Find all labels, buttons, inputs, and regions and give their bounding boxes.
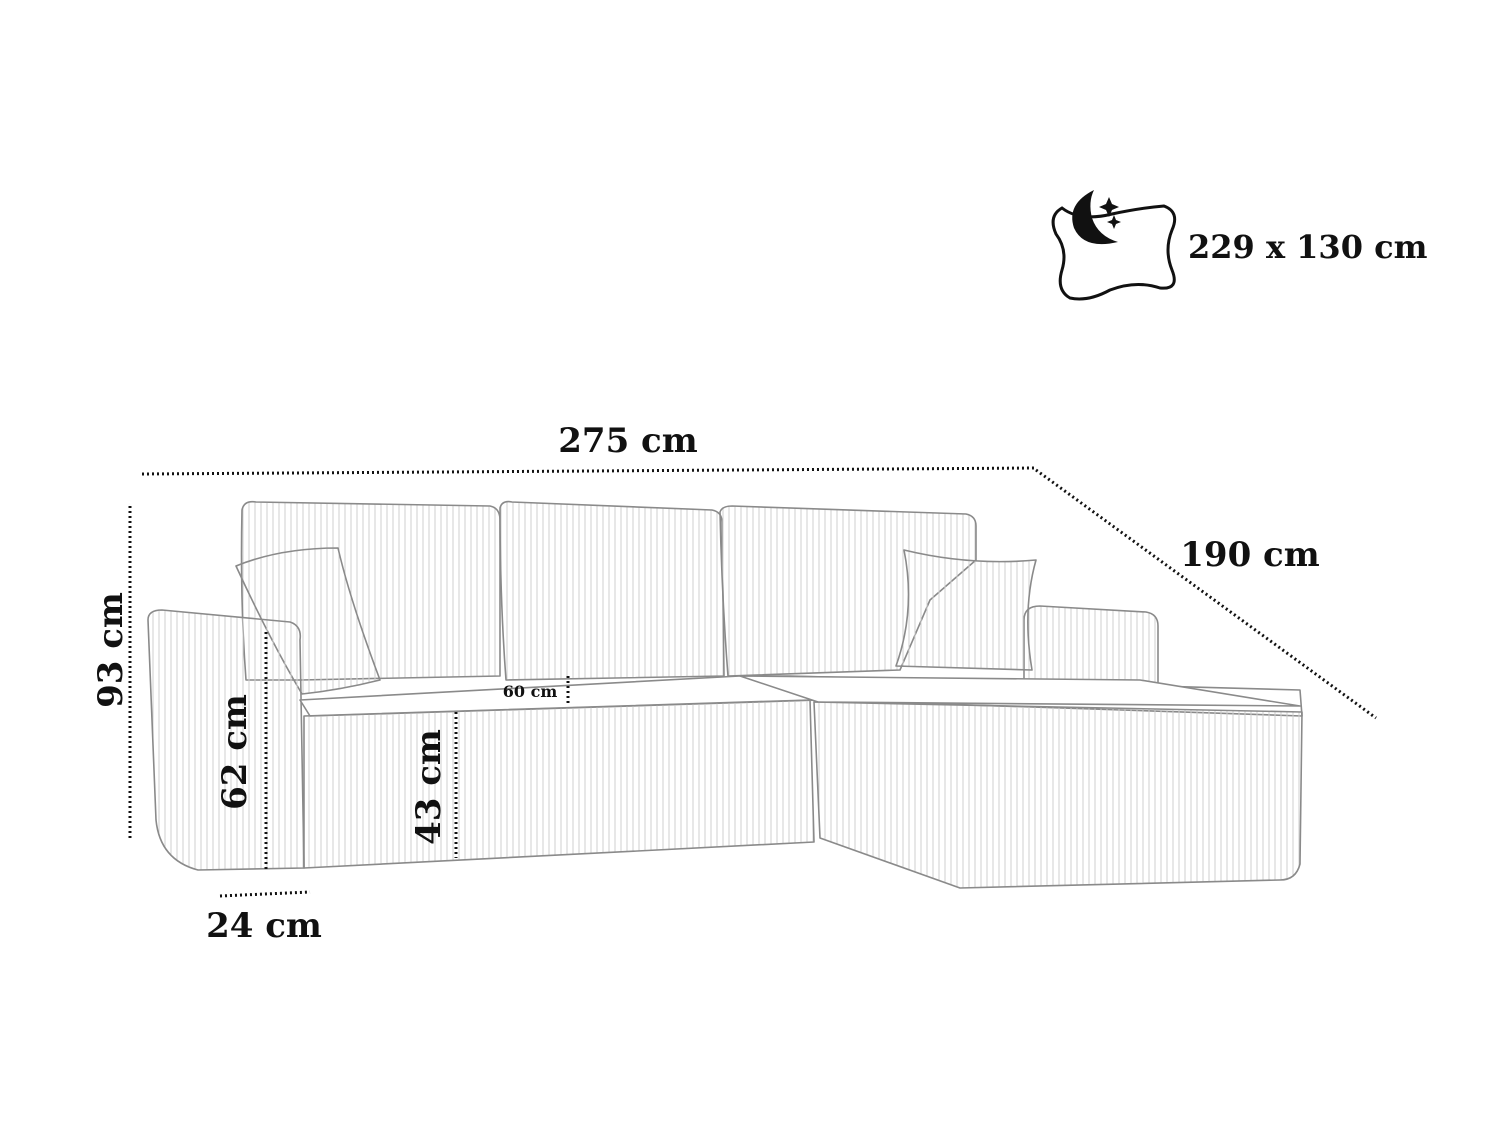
- seat-back-depth-label: 60 cm: [503, 682, 558, 701]
- chaise-front: [813, 701, 1303, 889]
- right-armrest: [1023, 605, 1159, 691]
- back-cushion-middle: [499, 500, 725, 681]
- armrest-width-dimension-line: [219, 890, 311, 898]
- seat-height-label: 43 cm: [409, 729, 449, 845]
- bed-size-label: 229 x 130 cm: [1188, 228, 1428, 266]
- left-armrest: [147, 609, 305, 871]
- bed-moon-stars-icon: [1051, 190, 1177, 301]
- chaise-top: [739, 675, 1301, 707]
- dimension-lines: [128, 466, 1377, 898]
- chaise-depth-label: 190 cm: [1180, 535, 1320, 575]
- armrest-width-label: 24 cm: [206, 906, 322, 946]
- armrest-height-label: 62 cm: [215, 694, 255, 810]
- depth-dimension-line: [1035, 468, 1377, 720]
- throw-pillow-right: [895, 549, 1037, 671]
- total-width-label: 275 cm: [558, 421, 698, 461]
- sofa-sketch: [147, 500, 1303, 889]
- seat-front: [303, 699, 815, 869]
- total-height-label: 93 cm: [91, 592, 131, 708]
- width-dimension-line: [141, 466, 1037, 476]
- bed-size-badge: 229 x 130 cm: [1051, 190, 1428, 301]
